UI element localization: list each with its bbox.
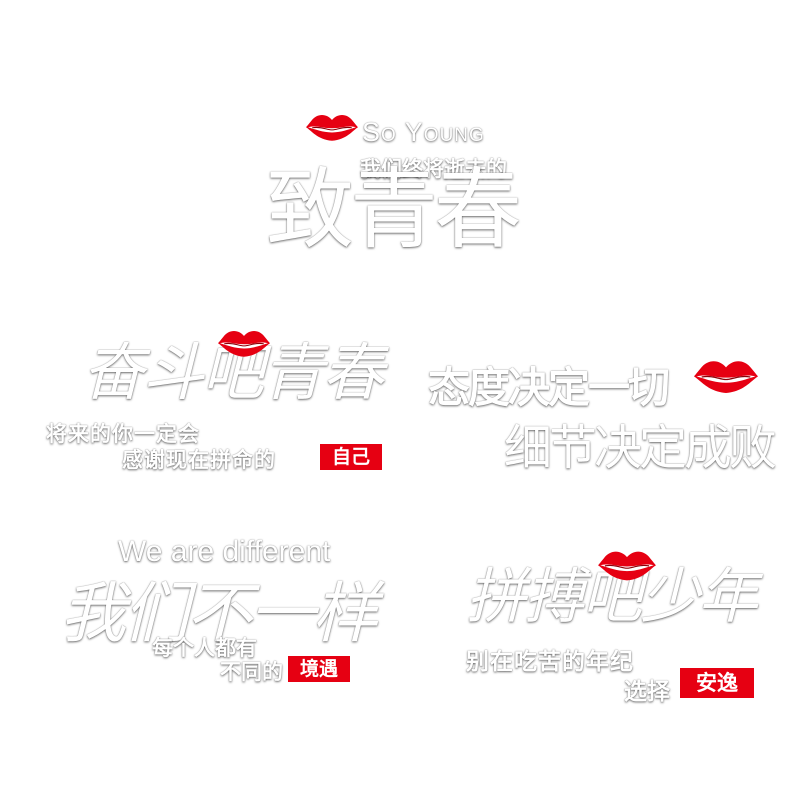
attitude-line1: 态度决定一切 — [428, 363, 670, 412]
red-lips-icon — [598, 548, 656, 582]
attitude-line2: 细节决定成败 — [504, 420, 777, 476]
different-badge: 境遇 — [288, 656, 350, 682]
youth-subtitle: 我们终将逝去的 — [360, 157, 507, 181]
different-main-title: 我们不一样 — [60, 575, 378, 652]
different-line2: 不同的 — [220, 660, 283, 684]
different-english-title: We are different — [118, 535, 331, 568]
strive-line2: 感谢现在拼命的 — [122, 448, 276, 472]
youth-english-title: So Young — [362, 117, 485, 147]
fight-line2: 选择 — [624, 679, 670, 705]
red-lips-icon — [218, 328, 270, 358]
strive-badge: 自己 — [320, 444, 382, 470]
strive-line1: 将来的你一定会 — [46, 422, 200, 446]
youth-main-title: 致青春 — [266, 158, 522, 261]
different-line1: 每个人都有 — [152, 636, 257, 660]
fight-badge: 安逸 — [680, 668, 754, 698]
fight-line1: 别在吃苦的年纪 — [466, 649, 634, 675]
red-lips-icon — [694, 358, 758, 394]
red-lips-icon — [306, 112, 358, 142]
